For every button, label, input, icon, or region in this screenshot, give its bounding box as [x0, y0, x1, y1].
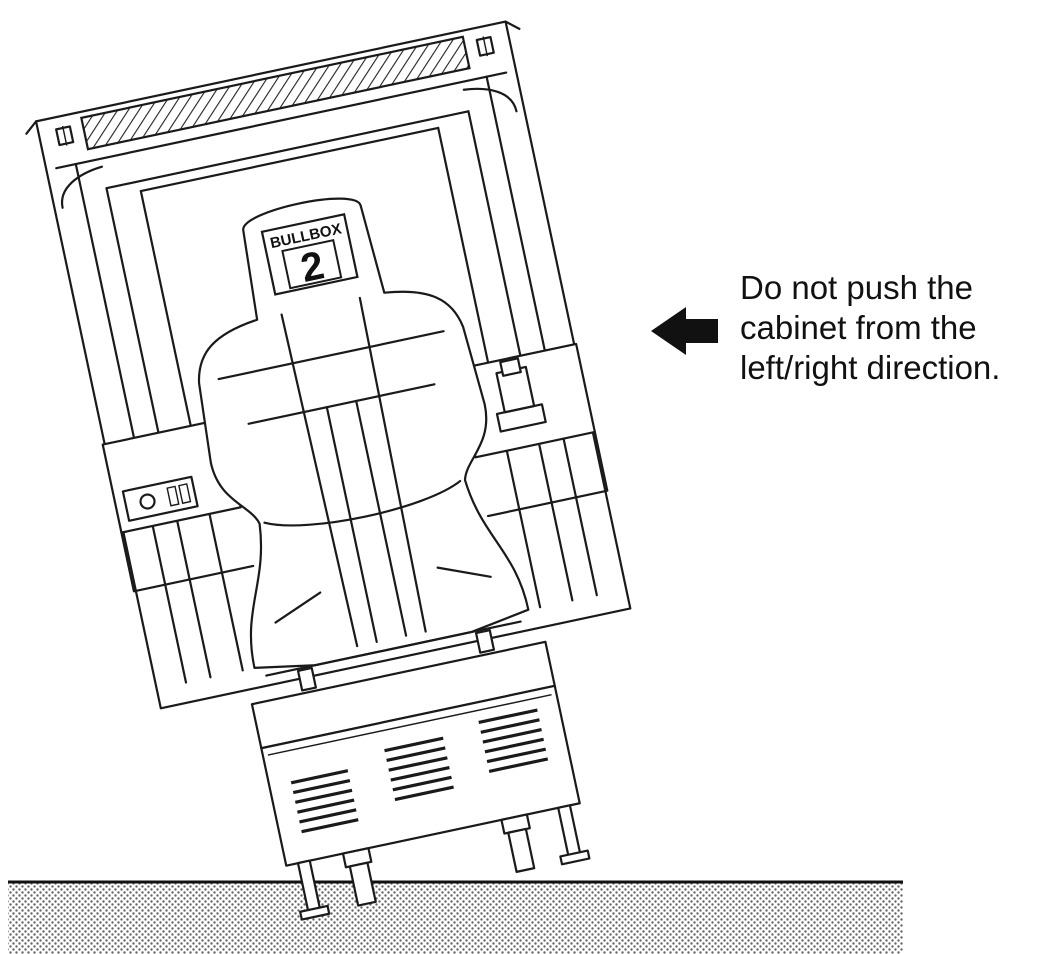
floor-surface [8, 880, 903, 954]
racing-seat: BULLBOX 2 [197, 197, 530, 670]
seat-rail-bolt [296, 666, 317, 692]
vent-grille [478, 708, 549, 773]
warning-line: left/right direction. [740, 349, 1001, 386]
seat-rail-bolt [474, 629, 496, 654]
warning-line: cabinet from the [740, 309, 977, 346]
left-control-box [101, 418, 255, 593]
bolt-icon [475, 35, 495, 57]
warning-text: Do not push the cabinet from the left/ri… [740, 268, 1055, 388]
warning-line: Do not push the [740, 269, 973, 306]
adjuster-leg [296, 859, 331, 921]
adjuster-leg [557, 804, 591, 866]
vent-grille [290, 769, 359, 834]
seat-badge: BULLBOX 2 [260, 213, 359, 296]
caster-leg [341, 847, 377, 907]
left-arrow-icon [651, 307, 718, 355]
caster-leg [500, 813, 536, 873]
top-hatched-bar [80, 35, 471, 151]
bolt-icon [55, 125, 75, 147]
vent-grille [384, 736, 454, 802]
cabinet-drawing: BULLBOX 2 [25, 20, 632, 921]
base-box [250, 640, 581, 867]
